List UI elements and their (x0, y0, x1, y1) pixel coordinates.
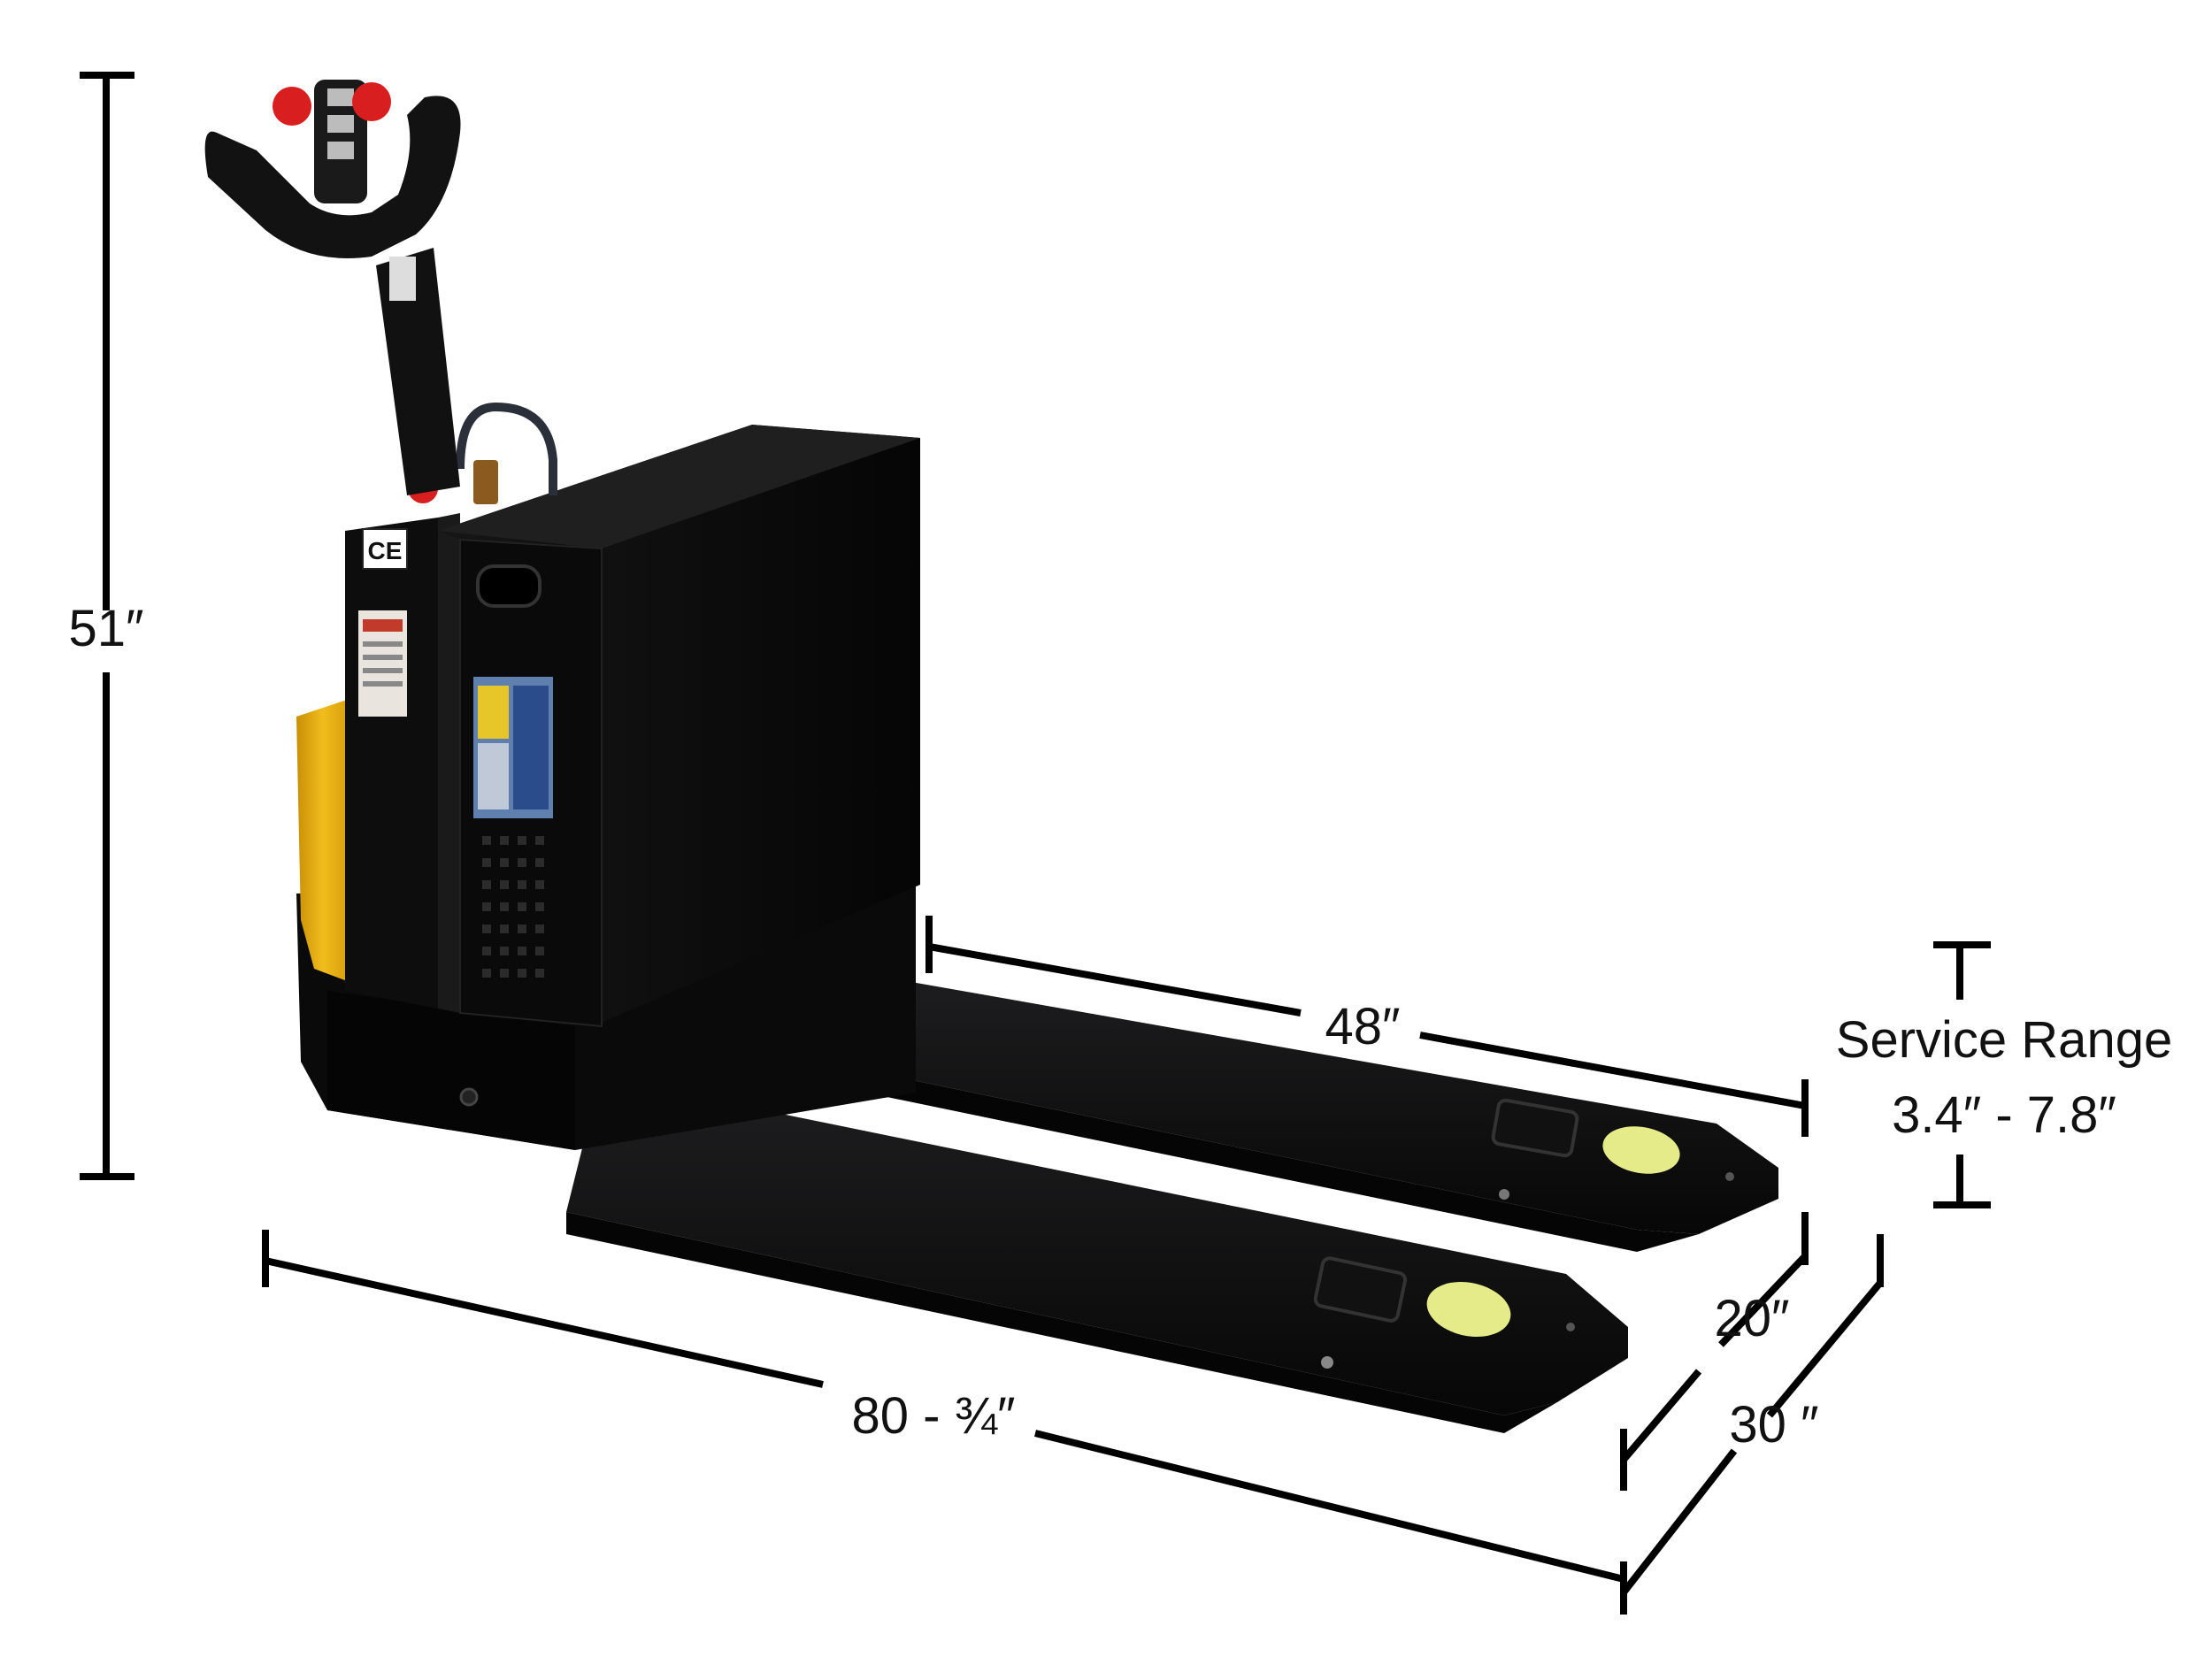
front-fork-roller-housing (1313, 1256, 1408, 1323)
dimension-labels: 51″ 48″ 80 - ¾″ 20″ 30 ″ Service Range 3… (68, 600, 2172, 1454)
tiller-handle (204, 80, 461, 495)
fork-length-label: 48″ (1325, 998, 1400, 1055)
front-fork-wheel (1426, 1282, 1511, 1337)
ce-label (362, 528, 408, 570)
ce-mark: CE (368, 537, 403, 564)
back-fork-wheel (1602, 1126, 1680, 1174)
fork-width-label: 20″ (1714, 1290, 1789, 1347)
overall-length-label: 80 - ¾″ (852, 1387, 1016, 1445)
vent-grille (482, 836, 544, 978)
box-handle (476, 564, 541, 608)
padlock (473, 460, 498, 504)
front-fork (566, 1097, 1628, 1433)
service-range-dimension-line (1933, 941, 1991, 1208)
pallet-jack-illustration: CE (204, 80, 1778, 1433)
overall-width-label: 30 ″ (1729, 1396, 1818, 1454)
back-fork (823, 982, 1778, 1252)
service-range-value: 3.4″ - 7.8″ (1892, 1086, 2116, 1144)
height-label: 51″ (68, 600, 143, 657)
yellow-side-panel (296, 699, 349, 982)
overall-width-dimension-line (1620, 1234, 1884, 1615)
back-fork-roller-housing (1491, 1098, 1579, 1158)
drive-housing: CE (345, 473, 460, 1013)
battery-box (438, 402, 920, 1028)
height-dimension-line (80, 72, 134, 1180)
throttle-knob-right (352, 82, 391, 121)
throttle-knob-left (273, 87, 311, 126)
overall-length-dimension-line (262, 1230, 1624, 1583)
dimension-lines (80, 72, 1991, 1615)
service-range-title: Service Range (1836, 1011, 2172, 1069)
fork-width-dimension-line (1620, 1212, 1809, 1491)
fork-length-dimension-line (926, 916, 1809, 1137)
